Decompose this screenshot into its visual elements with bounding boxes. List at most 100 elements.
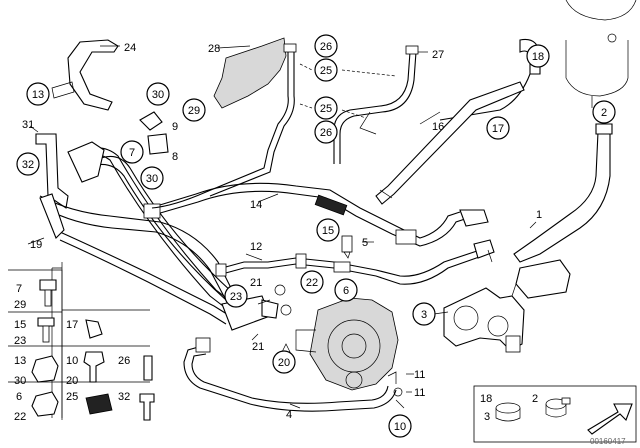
callout-26-upper bbox=[314, 34, 338, 58]
pipe-29 bbox=[151, 43, 297, 209]
label-14: 14 bbox=[250, 199, 262, 211]
legend-22: 22 bbox=[14, 411, 26, 423]
hose-18 bbox=[439, 38, 541, 121]
bracket-24 bbox=[51, 39, 119, 111]
callout-22 bbox=[300, 270, 324, 294]
legend-26: 26 bbox=[118, 355, 130, 367]
callout-label-25b: 25 bbox=[320, 103, 332, 115]
callout-26-lower bbox=[314, 120, 338, 144]
screw-11 bbox=[387, 371, 405, 409]
clip-21 bbox=[274, 284, 292, 353]
callout-13 bbox=[26, 82, 50, 106]
legend-25: 25 bbox=[66, 391, 78, 403]
callout-29 bbox=[182, 98, 206, 122]
callout-label-20: 20 bbox=[278, 357, 290, 369]
callout-label-13: 13 bbox=[32, 89, 44, 101]
callout-7 bbox=[120, 140, 144, 164]
callout-label-23: 23 bbox=[230, 291, 242, 303]
legend-right-18: 18 bbox=[480, 393, 492, 405]
reservoir-top bbox=[565, 0, 637, 108]
legend-13: 13 bbox=[14, 355, 26, 367]
legend-7: 7 bbox=[16, 283, 22, 295]
label-5: 5 bbox=[362, 237, 368, 249]
legend-32: 32 bbox=[118, 391, 130, 403]
label-21b: 21 bbox=[252, 341, 264, 353]
label-28: 28 bbox=[208, 43, 220, 55]
legend-20: 20 bbox=[66, 375, 78, 387]
label-19: 19 bbox=[30, 239, 42, 251]
callout-20 bbox=[272, 350, 296, 374]
callout-32 bbox=[16, 152, 40, 176]
label-31: 31 bbox=[22, 119, 34, 131]
pressure-hoses bbox=[39, 141, 279, 331]
label-8: 8 bbox=[172, 151, 178, 163]
label-9: 9 bbox=[172, 121, 178, 133]
callout-3 bbox=[412, 302, 436, 326]
callout-label-30a: 30 bbox=[152, 89, 164, 101]
legend-15: 15 bbox=[14, 319, 26, 331]
legend-10: 10 bbox=[66, 355, 78, 367]
callout-label-10: 10 bbox=[394, 421, 406, 433]
callout-23 bbox=[224, 284, 248, 308]
callout-18 bbox=[526, 44, 550, 68]
clamp-legend bbox=[473, 385, 637, 443]
callouts bbox=[16, 34, 616, 438]
legend-right-2: 2 bbox=[532, 393, 538, 405]
callout-25-lower bbox=[314, 96, 338, 120]
power-steering-pump bbox=[295, 297, 399, 391]
callout-label-18: 18 bbox=[532, 51, 544, 63]
callout-label-7: 7 bbox=[129, 147, 135, 159]
callout-texts: 13 30 29 7 30 26 25 25 26 18 2 17 32 15 … bbox=[14, 41, 626, 446]
callout-label-2: 2 bbox=[601, 107, 607, 119]
legend-6: 6 bbox=[16, 391, 22, 403]
legend-right-3: 3 bbox=[484, 411, 490, 423]
pipe-27 bbox=[333, 45, 419, 164]
callout-15 bbox=[316, 218, 340, 242]
callout-10 bbox=[388, 414, 412, 438]
legend-29: 29 bbox=[14, 299, 26, 311]
callout-30-upper bbox=[146, 82, 170, 106]
callout-label-22: 22 bbox=[306, 277, 318, 289]
hose-16 bbox=[375, 81, 525, 205]
callout-label-3: 3 bbox=[421, 309, 427, 321]
legend-23: 23 bbox=[14, 335, 26, 347]
callout-label-26b: 26 bbox=[320, 127, 332, 139]
small-part-5 bbox=[341, 235, 353, 259]
callout-label-29: 29 bbox=[188, 105, 200, 117]
label-24: 24 bbox=[124, 42, 136, 54]
clamp-8-9 bbox=[139, 111, 169, 155]
return-hose-1 bbox=[513, 123, 613, 263]
callout-label-15: 15 bbox=[322, 225, 334, 237]
callout-label-25a: 25 bbox=[320, 65, 332, 77]
bracket-31 bbox=[35, 133, 69, 209]
hose-14 bbox=[143, 182, 489, 247]
hose-4 bbox=[183, 337, 397, 412]
label-16: 16 bbox=[432, 121, 444, 133]
diagram-code: 00160417 bbox=[590, 437, 626, 446]
callout-label-17: 17 bbox=[492, 123, 504, 135]
callout-label-26a: 26 bbox=[320, 41, 332, 53]
legend-17: 17 bbox=[66, 319, 78, 331]
label-21a: 21 bbox=[250, 277, 262, 289]
label-12: 12 bbox=[250, 241, 262, 253]
label-27: 27 bbox=[432, 49, 444, 61]
label-1: 1 bbox=[536, 209, 542, 221]
callout-17 bbox=[486, 116, 510, 140]
label-11a: 11 bbox=[414, 369, 425, 381]
label-4: 4 bbox=[286, 409, 292, 421]
callout-label-30b: 30 bbox=[146, 173, 158, 185]
steering-gear bbox=[443, 259, 571, 353]
label-11b: 11 bbox=[414, 387, 425, 399]
callout-2 bbox=[592, 100, 616, 124]
heat-shield-28 bbox=[213, 37, 287, 109]
fastener-legend bbox=[8, 269, 155, 421]
callout-25-upper bbox=[314, 58, 338, 82]
callout-6 bbox=[334, 278, 358, 302]
callout-label-6: 6 bbox=[343, 285, 349, 297]
line-12 bbox=[215, 239, 495, 285]
legend-30: 30 bbox=[14, 375, 26, 387]
callout-30-lower bbox=[140, 166, 164, 190]
callout-label-32: 32 bbox=[22, 159, 34, 171]
